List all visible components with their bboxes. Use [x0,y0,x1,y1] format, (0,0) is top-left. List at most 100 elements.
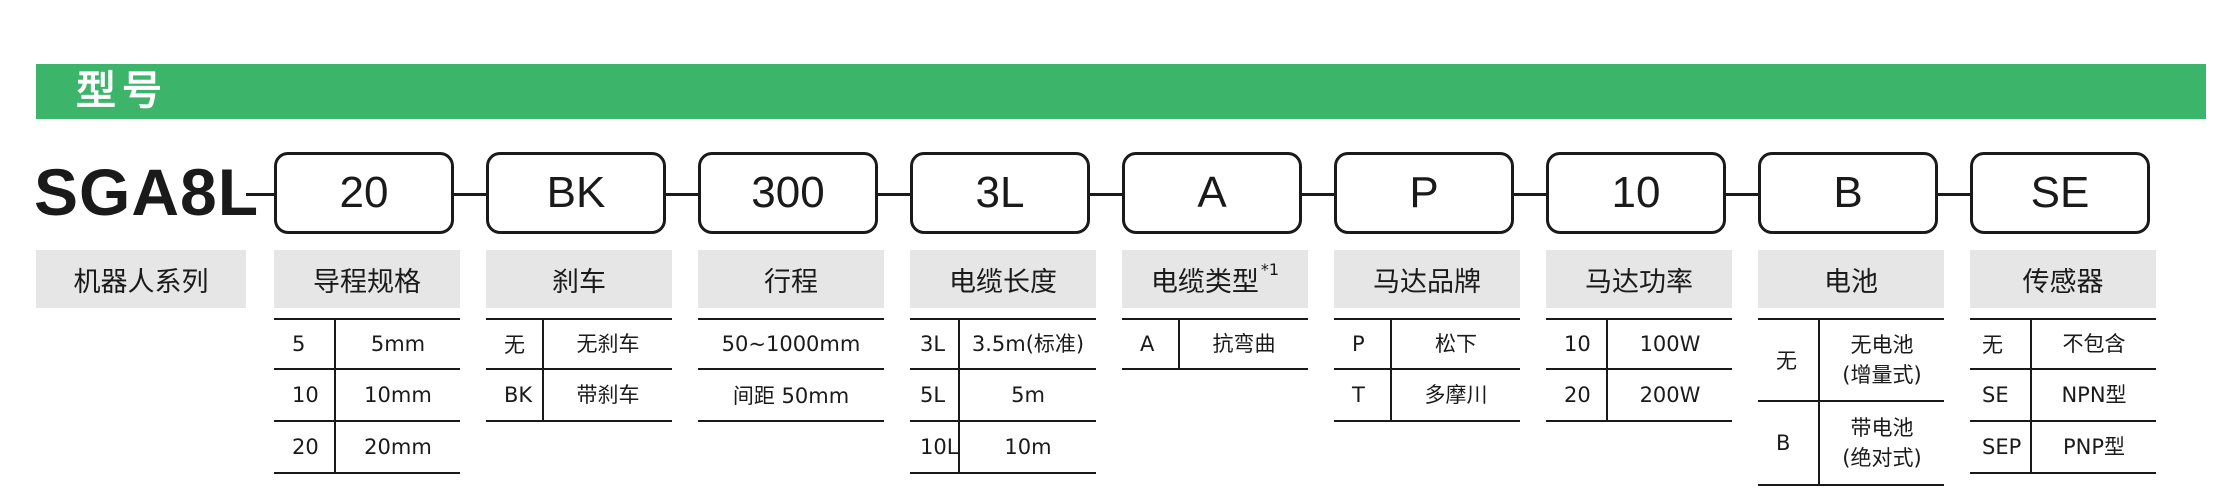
option-value: 抗弯曲 [1212,332,1276,356]
table-row: 5L 5m [910,370,1096,422]
label-brake: 刹车 [486,250,672,308]
code-box-cable-type: A [1122,152,1302,234]
label-text: 刹车 [552,266,606,298]
stroke-range: 50~1000mm [721,332,861,356]
option-value: 3.5m(标准) [971,332,1085,356]
option-value: 10m [1004,435,1052,459]
connector [1514,193,1546,196]
motor-brand-table: P 松下 T 多摩川 [1334,318,1520,422]
connector [246,193,274,196]
table-row: 10L 10m [910,422,1096,474]
code-box-stroke: 300 [698,152,878,234]
label-battery: 电池 [1758,250,1944,308]
table-row: 10 10mm [274,370,460,422]
connector [1090,193,1122,196]
option-code: P [1334,320,1392,368]
option-code: BK [486,370,544,420]
table-row: 20 200W [1546,370,1732,422]
option-value: PNP型 [2062,435,2126,459]
model-prefix: SGA8L [34,155,260,229]
code-box-sensor: SE [1970,152,2150,234]
option-value: 5mm [370,332,426,356]
code-box-motor-brand: P [1334,152,1514,234]
option-code: 10 [274,370,336,420]
table-row: SEP PNP型 [1970,422,2156,474]
label-lead: 导程规格 [274,250,460,308]
connector [1302,193,1334,196]
option-value: 5m [1011,383,1045,407]
option-code: 无 [1758,320,1820,400]
lead-table: 5 5mm 10 10mm 20 20mm [274,318,460,474]
option-value: 20mm [364,435,432,459]
option-code: 无 [1970,320,2032,368]
option-code: T [1334,370,1392,420]
code-box-motor-power: 10 [1546,152,1726,234]
option-value: 不包含 [2062,332,2126,356]
robot-series-label: 机器人系列 [36,250,246,308]
label-stroke: 行程 [698,250,884,308]
option-code: SEP [1970,422,2032,472]
cable-length-table: 3L 3.5m(标准) 5L 5m 10L 10m [910,318,1096,474]
option-value: NPN型 [2061,383,2127,407]
label-text: 马达品牌 [1373,266,1481,298]
connector [878,193,910,196]
option-code: 20 [1546,370,1608,420]
option-value: 多摩川 [1424,383,1488,407]
label-motor-power: 马达功率 [1546,250,1732,308]
option-note: (绝对式) [1842,446,1922,470]
connector [1726,193,1758,196]
connector [666,193,698,196]
option-code: 无 [486,320,544,368]
stroke-table: 50~1000mm 间距 50mm [698,318,884,422]
option-value: 10mm [364,383,432,407]
section-banner: 型号 [36,64,2206,119]
label-cable-type: 电缆类型*1 [1122,250,1308,308]
connector [454,193,486,196]
option-code: 3L [910,320,960,368]
option-value: 无刹车 [576,332,640,356]
label-cable-length: 电缆长度 [910,250,1096,308]
option-value: 200W [1639,383,1701,407]
option-code: 5L [910,370,960,420]
table-row: 间距 50mm [698,370,884,422]
label-text: 行程 [764,266,818,298]
option-value: 无电池 [1850,333,1914,357]
section-title: 型号 [76,68,168,114]
table-row: 无 不包含 [1970,318,2156,370]
connector [1938,193,1970,196]
brake-table: 无 无刹车 BK 带刹车 [486,318,672,422]
label-text: 电池 [1824,266,1878,298]
footnote-mark: *1 [1260,259,1280,279]
label-text: 传感器 [2022,266,2104,298]
option-code: B [1758,402,1820,484]
label-text: 电缆类型 [1150,266,1259,298]
option-code: A [1122,320,1180,368]
code-box-cable-length: 3L [910,152,1090,234]
table-row: 50~1000mm [698,318,884,370]
label-text: 导程规格 [313,266,421,298]
label-text: 电缆长度 [949,266,1057,298]
option-value: 松下 [1435,332,1477,356]
table-row: P 松下 [1334,318,1520,370]
table-row: 20 20mm [274,422,460,474]
option-value: 带刹车 [576,383,640,407]
table-row: A 抗弯曲 [1122,318,1308,370]
label-motor-brand: 马达品牌 [1334,250,1520,308]
option-value: 100W [1639,332,1701,356]
code-box-lead: 20 [274,152,454,234]
table-row: 无 无电池 (增量式) [1758,318,1944,402]
stroke-interval: 间距 50mm [732,384,850,408]
option-note: (增量式) [1842,363,1922,387]
code-box-battery: B [1758,152,1938,234]
cable-type-table: A 抗弯曲 [1122,318,1308,370]
option-code: 10L [910,422,960,472]
table-row: BK 带刹车 [486,370,672,422]
table-row: 5 5mm [274,318,460,370]
label-text: 马达功率 [1585,266,1693,298]
option-code: 5 [274,320,336,368]
table-row: 无 无刹车 [486,318,672,370]
option-code: 20 [274,422,336,472]
